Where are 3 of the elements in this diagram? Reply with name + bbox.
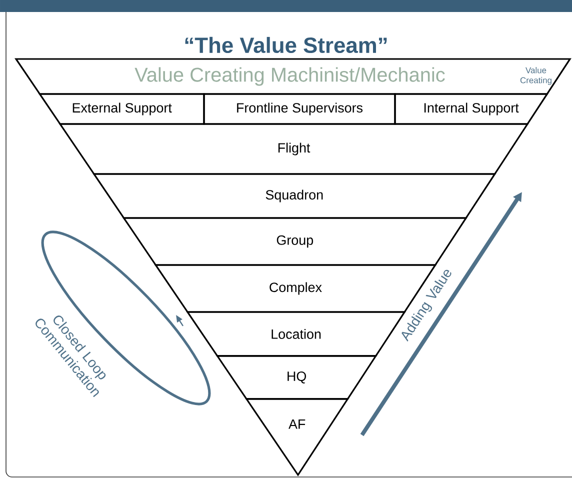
support-cell: Frontline Supervisors: [203, 93, 396, 125]
title: “The Value Stream”: [185, 36, 387, 54]
support-cell: Internal Support: [394, 93, 549, 125]
